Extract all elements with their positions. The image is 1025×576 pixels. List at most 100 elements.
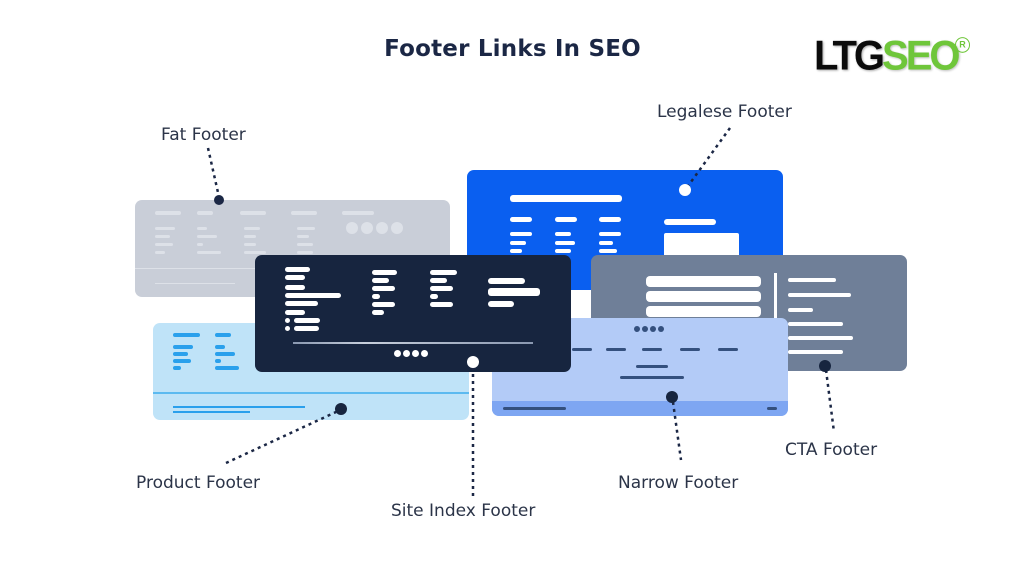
placeholder-dot-icon — [361, 222, 373, 234]
placeholder-dot-icon — [634, 326, 640, 332]
placeholder-line — [510, 249, 522, 253]
placeholder-line — [244, 235, 256, 238]
registered-icon: R — [955, 37, 970, 53]
placeholder-line — [430, 294, 438, 299]
placeholder-line — [240, 211, 266, 215]
cta-footer-leader — [824, 369, 836, 433]
fat-footer-pin — [214, 195, 224, 205]
placeholder-line — [197, 211, 213, 215]
placeholder-line — [599, 249, 617, 253]
placeholder-line — [155, 243, 173, 246]
site-index-footer-card — [255, 255, 571, 372]
product-footer-pin — [335, 403, 347, 415]
placeholder-line — [197, 227, 207, 230]
placeholder-line — [718, 348, 738, 351]
placeholder-line — [788, 322, 843, 326]
placeholder-line — [492, 401, 788, 416]
placeholder-dot-icon — [642, 326, 648, 332]
placeholder-line — [774, 273, 777, 353]
placeholder-dot-icon — [285, 318, 290, 323]
narrow-footer-pin — [666, 391, 678, 403]
placeholder-line — [510, 195, 622, 202]
placeholder-line — [342, 211, 374, 215]
placeholder-line — [555, 241, 575, 245]
placeholder-line — [173, 411, 250, 413]
label-fat-footer: Fat Footer — [161, 125, 246, 145]
placeholder-line — [788, 350, 843, 354]
placeholder-line — [291, 211, 317, 215]
placeholder-line — [664, 219, 716, 225]
placeholder-line — [488, 288, 540, 296]
placeholder-line — [173, 333, 200, 337]
placeholder-line — [646, 291, 761, 302]
placeholder-line — [788, 336, 853, 340]
placeholder-line — [173, 359, 191, 363]
placeholder-line — [244, 243, 256, 246]
placeholder-line — [430, 270, 457, 275]
placeholder-line — [620, 376, 684, 379]
placeholder-line — [197, 251, 221, 254]
placeholder-line — [503, 407, 566, 410]
placeholder-line — [430, 302, 453, 307]
placeholder-line — [599, 241, 613, 245]
placeholder-line — [155, 283, 235, 284]
legalese-footer-pin — [679, 184, 691, 196]
label-cta-footer: CTA Footer — [785, 440, 878, 460]
placeholder-line — [636, 365, 668, 368]
label-site-index-footer: Site Index Footer — [391, 501, 536, 521]
placeholder-line — [606, 348, 626, 351]
placeholder-line — [297, 243, 313, 246]
placeholder-line — [215, 359, 221, 363]
placeholder-line — [510, 241, 526, 245]
product-footer-leader — [225, 410, 337, 465]
placeholder-line — [285, 301, 318, 306]
placeholder-line — [153, 392, 469, 394]
placeholder-line — [372, 270, 397, 275]
narrow-footer-leader — [671, 401, 683, 461]
placeholder-line — [510, 232, 532, 236]
placeholder-line — [215, 352, 235, 356]
placeholder-line — [555, 249, 571, 253]
placeholder-line — [430, 286, 453, 291]
placeholder-line — [555, 232, 571, 236]
placeholder-line — [372, 310, 384, 315]
placeholder-line — [788, 278, 836, 282]
placeholder-line — [173, 352, 188, 356]
placeholder-line — [155, 211, 181, 215]
placeholder-dot-icon — [658, 326, 664, 332]
placeholder-line — [294, 326, 319, 331]
legalese-footer-leader — [686, 127, 732, 187]
placeholder-line — [215, 345, 225, 349]
placeholder-line — [197, 235, 217, 238]
placeholder-line — [155, 227, 175, 230]
placeholder-line — [788, 293, 851, 297]
placeholder-line — [297, 235, 309, 238]
placeholder-dot-icon — [412, 350, 419, 357]
placeholder-dot-icon — [421, 350, 428, 357]
placeholder-line — [642, 348, 662, 351]
placeholder-line — [767, 407, 777, 410]
placeholder-dot-icon — [346, 222, 358, 234]
placeholder-line — [555, 217, 577, 222]
placeholder-line — [488, 278, 525, 284]
label-legalese-footer: Legalese Footer — [657, 102, 792, 122]
placeholder-line — [173, 406, 305, 408]
placeholder-dot-icon — [391, 222, 403, 234]
placeholder-line — [572, 348, 592, 351]
ltgseo-logo: LTGSEO R — [814, 35, 970, 77]
placeholder-line — [372, 294, 380, 299]
label-narrow-footer: Narrow Footer — [618, 473, 739, 493]
placeholder-line — [293, 342, 533, 344]
placeholder-line — [285, 310, 305, 315]
placeholder-line — [599, 232, 621, 236]
placeholder-line — [680, 348, 700, 351]
placeholder-dot-icon — [285, 326, 290, 331]
placeholder-line — [372, 302, 395, 307]
placeholder-line — [215, 333, 231, 337]
placeholder-line — [197, 243, 203, 246]
placeholder-dot-icon — [403, 350, 410, 357]
placeholder-line — [646, 276, 761, 287]
placeholder-line — [646, 306, 761, 317]
narrow-footer-card — [492, 318, 788, 416]
placeholder-line — [297, 227, 315, 230]
